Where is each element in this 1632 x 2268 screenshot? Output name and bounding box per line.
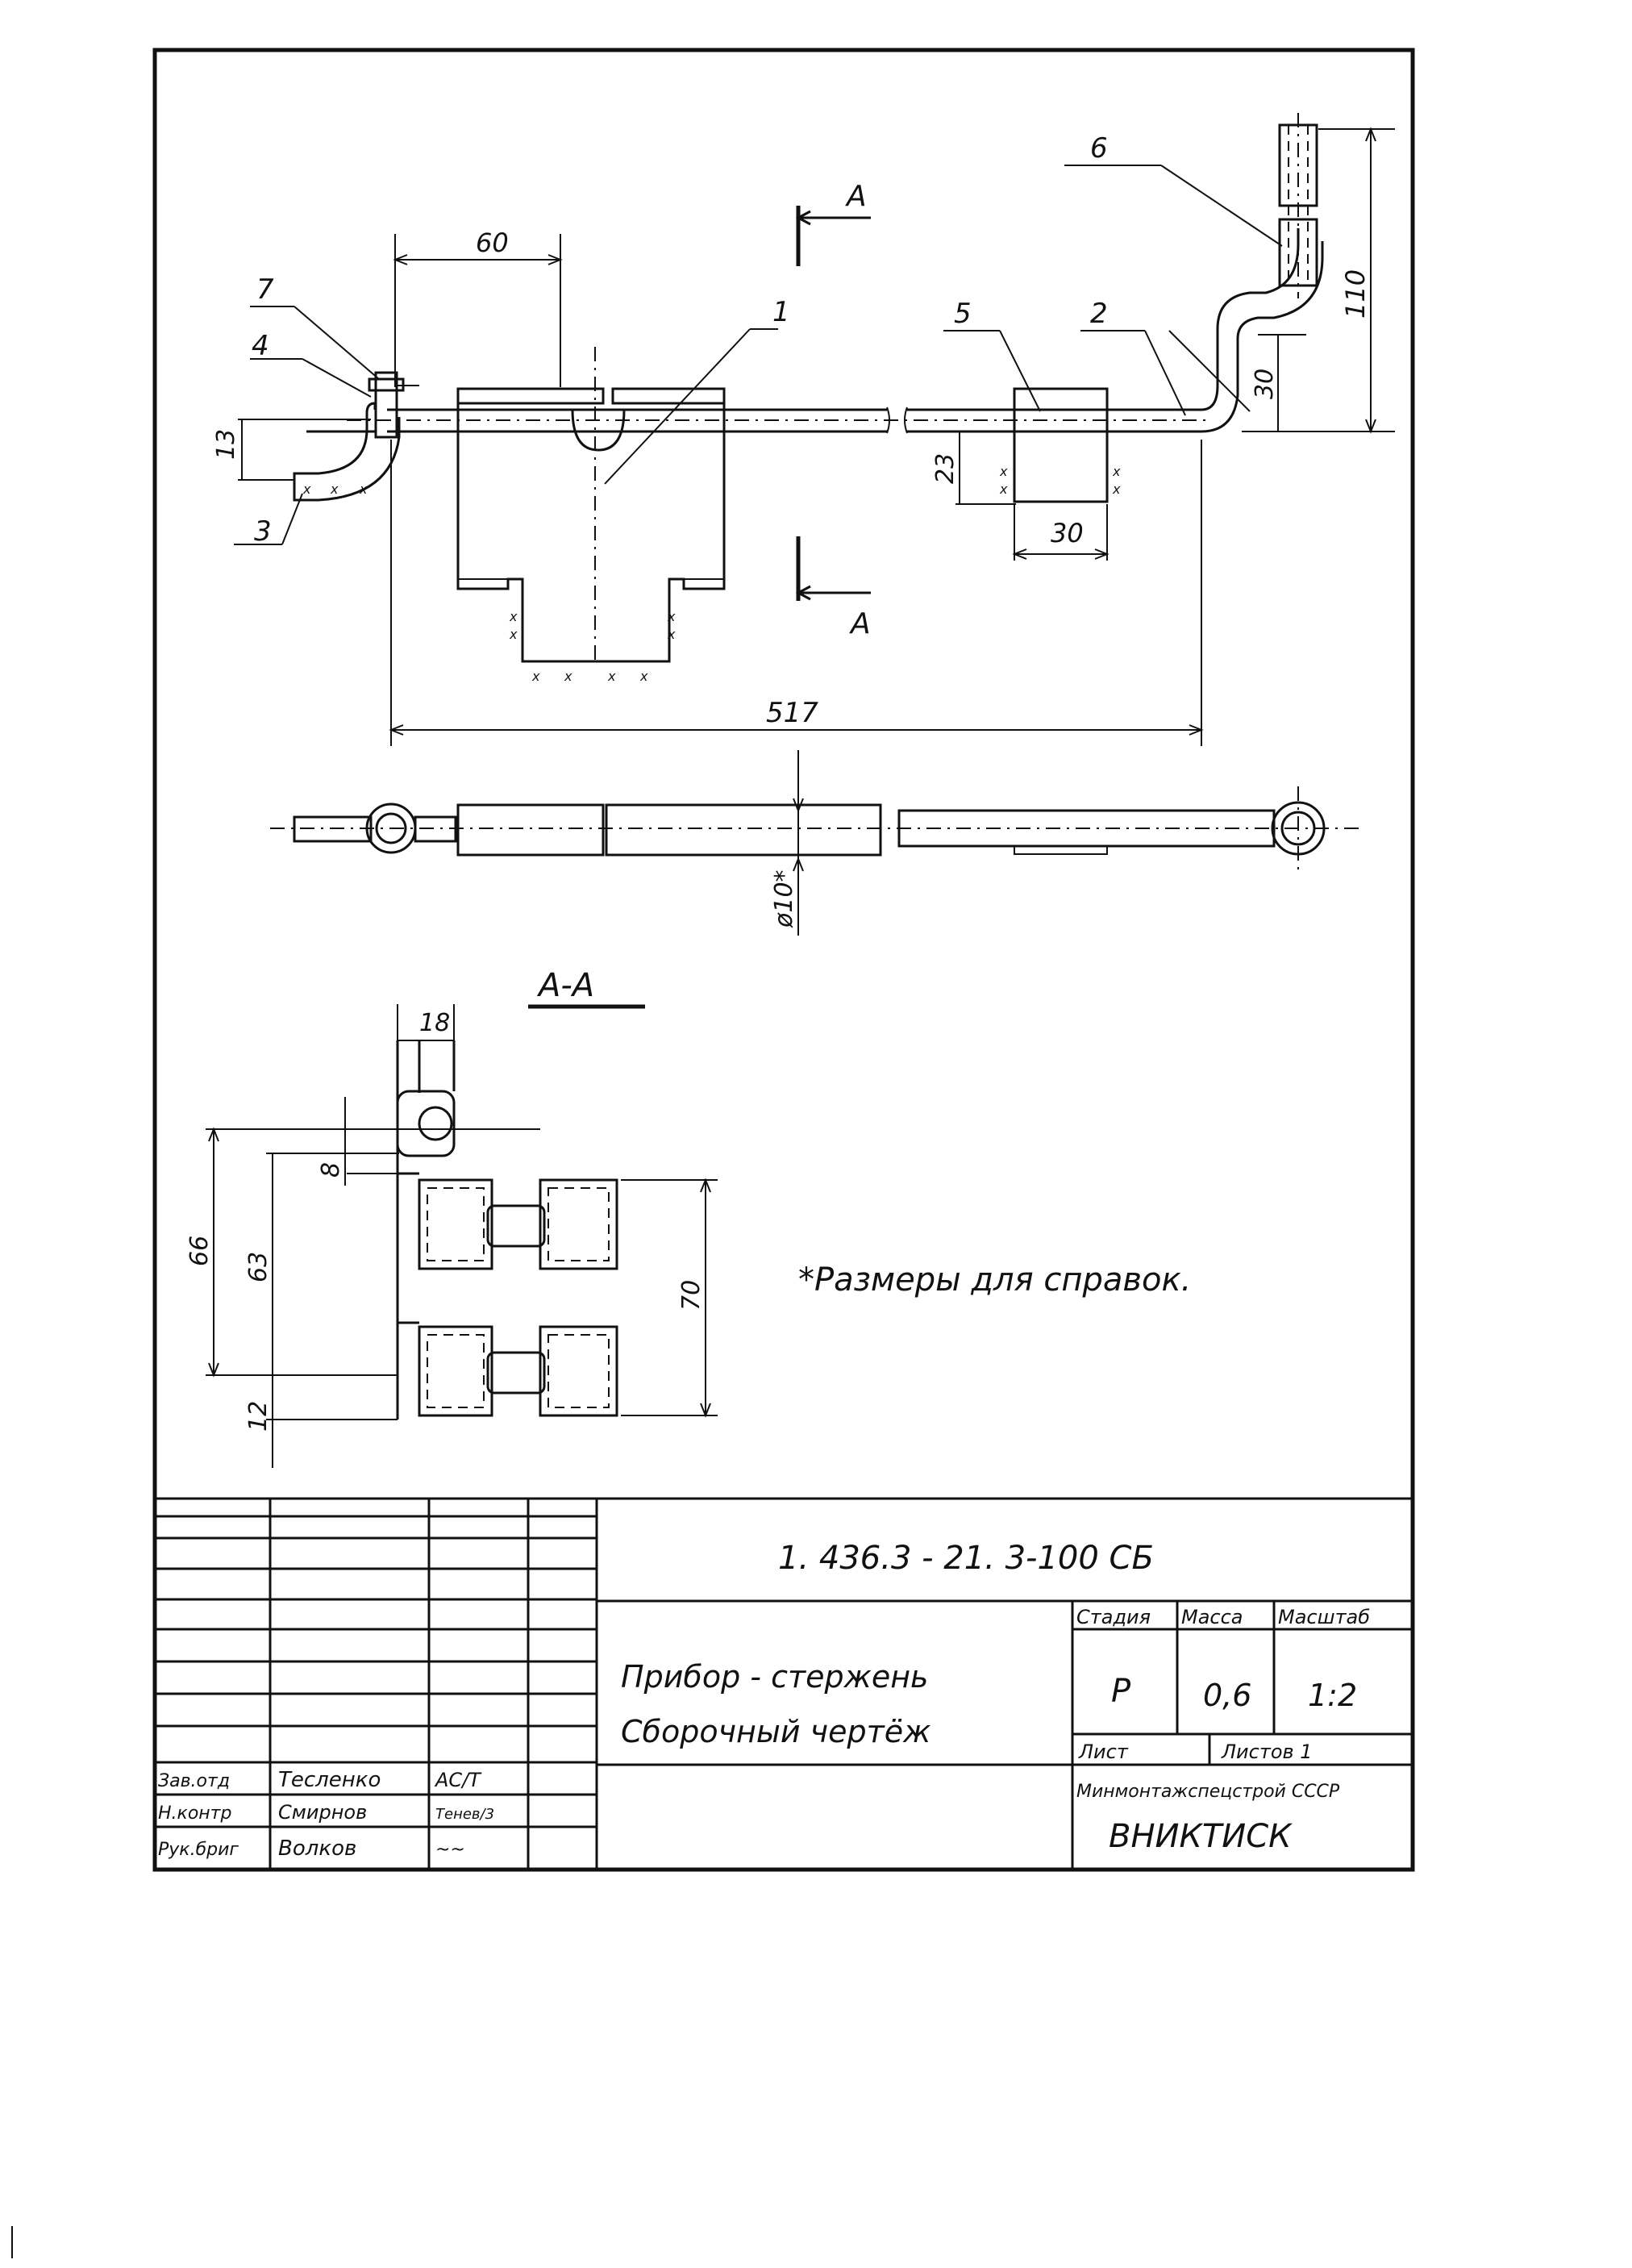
mass-value: 0,6: [1203, 1678, 1251, 1713]
name-line-2: Сборочный чертёж: [621, 1714, 930, 1749]
signature-sign-2: Тенев/3: [435, 1806, 494, 1823]
signature-name-1: Тесленко: [278, 1768, 381, 1792]
svg-text:x: x: [1112, 464, 1121, 479]
dim-18: 18: [419, 1009, 450, 1037]
dim-70: 70: [677, 1280, 706, 1311]
svg-text:x: x: [667, 627, 676, 642]
clip-part-5: [1013, 387, 1109, 503]
signature-name-3: Волков: [278, 1836, 356, 1861]
dim-30-110-lines: [1242, 127, 1395, 434]
svg-text:x: x: [639, 669, 648, 684]
plan-view: [270, 750, 1363, 936]
signature-role-1: Зав.отд: [158, 1771, 230, 1791]
part-leaders: [234, 165, 1283, 545]
section-marker-top: А: [845, 180, 867, 213]
dim-517: 517: [766, 697, 818, 729]
mass-header: Масса: [1181, 1606, 1243, 1628]
name-line-1: Прибор - стержень: [621, 1659, 928, 1695]
sheets-label: Листов 1: [1221, 1741, 1313, 1763]
svg-text:x: x: [359, 482, 368, 497]
dim-60-lines: [393, 234, 563, 387]
svg-text:x: x: [330, 482, 339, 497]
dim-23: 23: [931, 453, 960, 484]
svg-text:x: x: [667, 609, 676, 624]
label-part-7: 7: [256, 273, 274, 306]
signature-sign-3: ~~: [435, 1840, 465, 1860]
title-block-grid: [155, 1497, 1413, 1870]
scale-header: Масштаб: [1278, 1606, 1370, 1628]
svg-text:x: x: [999, 464, 1008, 479]
signature-sign-1: АС/Т: [434, 1769, 482, 1791]
dim-517-lines: [389, 440, 1204, 746]
dim-110: 110: [1340, 269, 1371, 319]
svg-text:x: x: [509, 609, 518, 624]
sheet-label: Лист: [1078, 1741, 1129, 1763]
signature-role-3: Рук.бриг: [158, 1840, 239, 1860]
clamp-part-1: [456, 347, 726, 663]
dim-diameter-10: ø10*: [770, 869, 798, 928]
label-part-5: 5: [954, 298, 972, 330]
dim-13-lines: [238, 419, 371, 481]
section-title: А-А: [536, 967, 594, 1004]
bent-end-part-3: [293, 402, 401, 502]
section-marker-bottom: А: [849, 607, 871, 640]
svg-text:x: x: [564, 669, 572, 684]
bolt-part-4-7: [368, 371, 419, 439]
signature-role-2: Н.контр: [158, 1803, 231, 1824]
dim-13: 13: [212, 429, 240, 460]
dim-23-lines: [955, 431, 1016, 505]
dim-60: 60: [476, 227, 509, 258]
svg-text:x: x: [1112, 482, 1121, 497]
stage-header: Стадия: [1076, 1606, 1151, 1628]
label-part-1: 1: [772, 296, 790, 328]
svg-text:x: x: [607, 669, 616, 684]
svg-text:x: x: [999, 482, 1008, 497]
label-part-4: 4: [252, 330, 269, 362]
label-part-6: 6: [1090, 132, 1108, 165]
dim-30-bottom-lines: [1012, 504, 1110, 561]
dim-8: 8: [317, 1162, 345, 1178]
dim-66: 66: [185, 1236, 214, 1266]
dim-63: 63: [244, 1252, 273, 1282]
reference-note: *Размеры для справок.: [798, 1261, 1191, 1299]
tube-part-6: [1278, 113, 1318, 298]
scale-value: 1:2: [1308, 1678, 1357, 1713]
svg-text:x: x: [302, 482, 311, 497]
section-cut-a: [795, 206, 871, 601]
label-part-2: 2: [1090, 298, 1108, 330]
organization-line-1: Минмонтажспецстрой СССР: [1076, 1782, 1340, 1802]
label-part-3: 3: [254, 515, 272, 548]
organization-line-2: ВНИКТИСК: [1109, 1818, 1293, 1855]
dim-30-side: 30: [1251, 369, 1279, 399]
svg-text:x: x: [531, 669, 540, 684]
dim-30-bottom: 30: [1051, 518, 1084, 548]
sheet-frame: [152, 48, 1415, 1872]
dim-12: 12: [244, 1401, 273, 1432]
svg-text:x: x: [509, 627, 518, 642]
signature-name-2: Смирнов: [278, 1801, 367, 1824]
designation: 1. 436.3 - 21. 3-100 СБ: [778, 1540, 1154, 1577]
stage-value: Р: [1111, 1673, 1131, 1710]
section-a-a: [206, 1004, 718, 1468]
